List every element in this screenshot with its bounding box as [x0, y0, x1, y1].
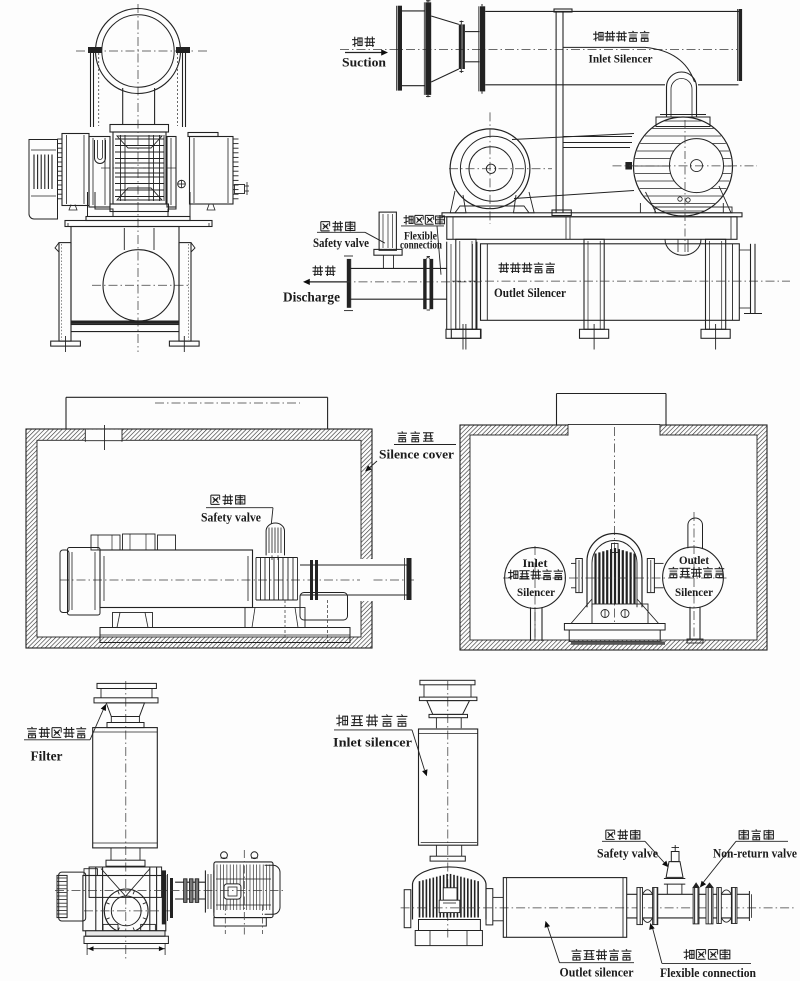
svg-text:Inlet silencer: Inlet silencer [333, 735, 412, 750]
svg-text:Silencer: Silencer [517, 587, 555, 599]
svg-text:Silence cover: Silence cover [379, 448, 454, 462]
svg-text:Suction: Suction [342, 55, 387, 70]
svg-text:Flexible connection: Flexible connection [660, 966, 756, 980]
svg-text:Safety valve: Safety valve [597, 847, 658, 861]
svg-text:Flexible: Flexible [404, 229, 438, 243]
svg-text:Silencer: Silencer [675, 587, 713, 599]
svg-text:Safety valve: Safety valve [313, 236, 369, 250]
svg-text:Safety valve: Safety valve [201, 511, 261, 525]
svg-text:Filter: Filter [31, 749, 63, 764]
svg-text:Discharge: Discharge [283, 290, 340, 305]
svg-text:Outlet: Outlet [679, 555, 709, 567]
svg-text:Outlet Silencer: Outlet Silencer [494, 285, 566, 300]
svg-text:Non-return valve: Non-return valve [713, 847, 797, 861]
svg-text:Outlet silencer: Outlet silencer [560, 965, 634, 979]
svg-text:Inlet: Inlet [523, 558, 548, 570]
svg-text:Inlet Silencer: Inlet Silencer [589, 52, 654, 66]
svg-text:connection: connection [400, 238, 442, 252]
